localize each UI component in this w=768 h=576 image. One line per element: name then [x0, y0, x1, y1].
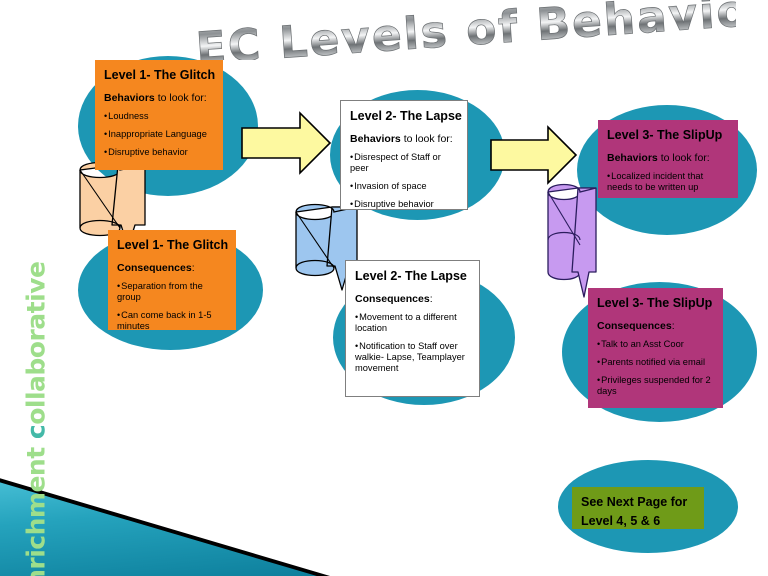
list-item: Inappropriate Language	[104, 129, 214, 140]
list-item: Talk to an Asst Coor	[597, 339, 714, 350]
card-bullet-list: Separation from the group Can come back …	[117, 281, 227, 332]
list-item: Invasion of space	[350, 181, 458, 192]
card-level2-behaviors[interactable]: Level 2- The Lapse Behaviors to look for…	[340, 100, 468, 210]
card-level3-behaviors[interactable]: Level 3- The SlipUp Behaviors to look fo…	[598, 120, 738, 198]
card-title: Level 2- The Lapse	[350, 109, 462, 123]
card-subtitle: Behaviors to look for:	[607, 152, 729, 164]
list-item: Notification to Staff over walkie- Lapse…	[355, 341, 470, 374]
next-page-line-2: Level 4, 5 & 6	[581, 513, 661, 528]
card-subtitle-bold: Consequences	[355, 292, 430, 305]
svg-text:AEC Levels of Behavior: AEC Levels of Behavior	[196, 0, 736, 60]
card-title: Level 1- The Glitch	[104, 68, 216, 82]
list-item: Disruptive behavior	[104, 147, 214, 158]
list-item: Can come back in 1-5 minutes	[117, 310, 227, 332]
card-subtitle-rest: :	[671, 319, 675, 332]
brand-label: the arlington enrichment collaborative	[22, 262, 51, 576]
card-subtitle: Consequences:	[117, 262, 227, 274]
list-item: Disrespect of Staff or peer	[350, 152, 458, 174]
page-title: AEC Levels of Behavior	[196, 0, 736, 60]
brand-part-nrichment: nrichment	[21, 439, 51, 576]
card-subtitle-rest: to look for:	[154, 91, 207, 104]
card-level1-behaviors[interactable]: Level 1- The Glitch Behaviors to look fo…	[95, 60, 223, 170]
card-subtitle-bold: Behaviors	[350, 132, 401, 145]
card-subtitle-bold: Behaviors	[607, 151, 658, 164]
card-bullet-list: Localized incident that needs to be writ…	[607, 171, 729, 193]
list-item: Localized incident that needs to be writ…	[607, 171, 729, 193]
card-subtitle: Consequences:	[355, 293, 470, 305]
card-bullet-list: Loudness Inappropriate Language Disrupti…	[104, 111, 214, 158]
card-subtitle-rest: :	[429, 292, 433, 305]
list-item: Movement to a different location	[355, 312, 470, 334]
list-item: Privileges suspended for 2 days	[597, 375, 714, 397]
card-bullet-list: Movement to a different location Notific…	[355, 312, 470, 374]
card-bullet-list: Disrespect of Staff or peer Invasion of …	[350, 152, 458, 210]
card-subtitle-rest: to look for:	[657, 151, 710, 164]
card-level3-consequences[interactable]: Level 3- The SlipUp Consequences: Talk t…	[588, 288, 723, 408]
card-subtitle-rest: to look for:	[400, 132, 453, 145]
card-level1-consequences[interactable]: Level 1- The Glitch Consequences: Separa…	[108, 230, 236, 332]
corner-wedge-black-edge	[0, 478, 330, 576]
card-title: Level 3- The SlipUp	[607, 128, 723, 142]
card-title: Level 2- The Lapse	[355, 269, 467, 283]
card-subtitle-bold: Behaviors	[104, 91, 155, 104]
list-item: Loudness	[104, 111, 214, 122]
card-subtitle: Consequences:	[597, 320, 714, 332]
card-subtitle: Behaviors to look for:	[350, 133, 458, 145]
card-subtitle-bold: Consequences	[597, 319, 672, 332]
card-subtitle: Behaviors to look for:	[104, 92, 214, 104]
list-item: Disruptive behavior	[350, 199, 458, 210]
card-level2-consequences[interactable]: Level 2- The Lapse Consequences: Movemen…	[345, 260, 480, 397]
list-item: Parents notified via email	[597, 357, 714, 368]
list-item: Separation from the group	[117, 281, 227, 303]
card-subtitle-bold: Consequences	[117, 261, 192, 274]
brand-part-c: c	[21, 424, 51, 440]
next-page-line-1: See Next Page for	[581, 495, 688, 509]
card-title: Level 3- The SlipUp	[597, 296, 713, 310]
card-subtitle-rest: :	[191, 261, 195, 274]
card-next-page[interactable]: See Next Page for Level 4, 5 & 6	[572, 487, 704, 529]
corner-wedge-decoration	[0, 472, 330, 576]
card-bullet-list: Talk to an Asst Coor Parents notified vi…	[597, 339, 714, 397]
card-title: Level 1- The Glitch	[117, 238, 229, 252]
brand-vertical-text: the arlington enrichment collaborative	[14, 40, 58, 576]
corner-wedge-teal-face	[0, 482, 317, 576]
brand-part-ollaborative: ollaborative	[21, 261, 51, 425]
